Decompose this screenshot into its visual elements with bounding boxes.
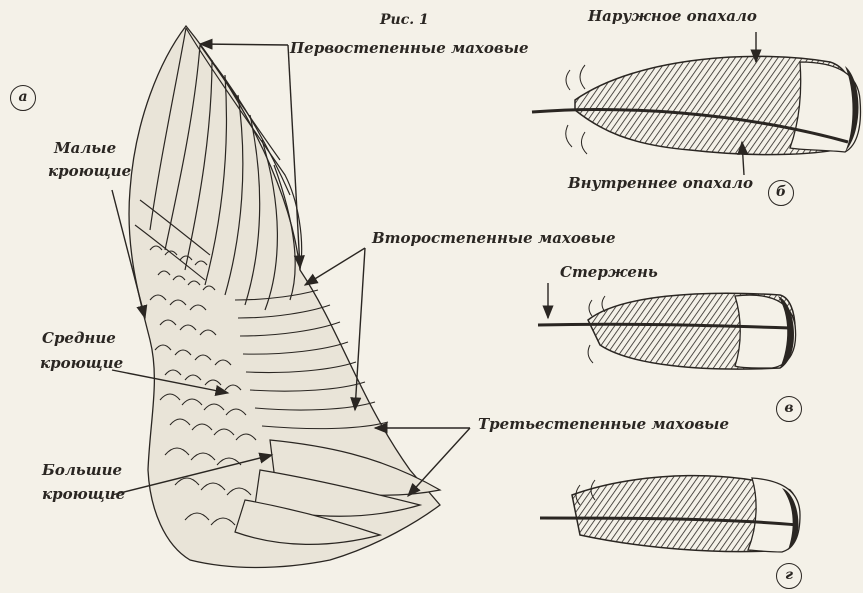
panel-marker-a: а bbox=[10, 85, 36, 111]
label-shaft: Стержень bbox=[560, 264, 658, 281]
label-inner-vane: Внутреннее опахало bbox=[568, 175, 753, 192]
panel-marker-b: б bbox=[768, 180, 794, 206]
feather-v bbox=[538, 293, 796, 369]
label-greater-coverts-1: Большие bbox=[42, 462, 122, 479]
label-secondaries: Второстепенные маховые bbox=[372, 230, 616, 247]
feather-g bbox=[540, 476, 800, 552]
label-lesser-coverts-1: Малые bbox=[54, 140, 116, 157]
label-outer-vane: Наружное опахало bbox=[588, 8, 757, 25]
feather-b bbox=[532, 56, 860, 154]
panel-marker-g: г bbox=[776, 563, 802, 589]
label-median-coverts-1: Средние bbox=[42, 330, 116, 347]
label-lesser-coverts-2: кроющие bbox=[48, 163, 131, 180]
label-primaries: Первостепенные маховые bbox=[290, 40, 529, 57]
figure-title: Рис. 1 bbox=[380, 12, 429, 28]
label-median-coverts-2: кроющие bbox=[40, 355, 123, 372]
label-greater-coverts-2: кроющие bbox=[42, 486, 125, 503]
wing-illustration bbox=[129, 26, 440, 568]
label-tertiaries: Третьестепенные маховые bbox=[478, 416, 729, 433]
panel-marker-v: в bbox=[776, 396, 802, 422]
